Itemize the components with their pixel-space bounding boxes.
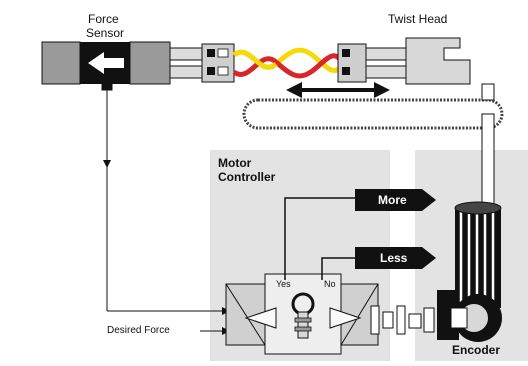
double-arrow-icon (286, 82, 390, 98)
comparator (225, 273, 379, 355)
less-label: Less (380, 251, 408, 265)
encoder-linkage (370, 305, 435, 335)
twist-head (337, 37, 471, 85)
twist-head-label: Twist Head (388, 12, 448, 26)
encoder-motor (437, 201, 502, 342)
more-arrow (355, 189, 436, 211)
no-label: No (324, 279, 336, 289)
twisted-wire-pair (232, 47, 351, 79)
motor-controller-label-line1: Motor (218, 156, 252, 170)
controller-outputs (284, 197, 355, 280)
force-sensor (41, 41, 235, 85)
less-arrow (355, 247, 436, 269)
motor-controller-label-line2: Controller (218, 170, 276, 184)
yes-label: Yes (276, 279, 291, 289)
desired-force-label: Desired Force (107, 325, 170, 336)
more-label: More (378, 193, 407, 207)
encoder-label: Encoder (452, 343, 501, 357)
left-arrow-icon (88, 52, 124, 74)
force-sensor-label-line2: Sensor (86, 26, 125, 40)
force-sensor-label-line1: Force (88, 12, 119, 26)
